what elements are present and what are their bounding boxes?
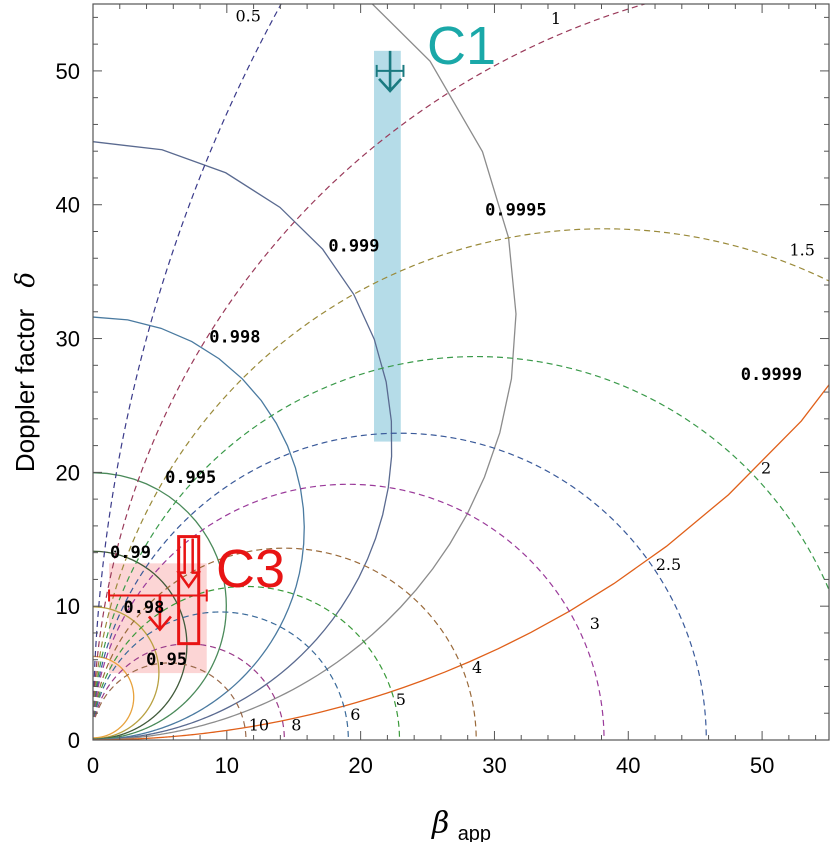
c1-upper-limit-arrow bbox=[378, 50, 403, 93]
y-tick-label: 10 bbox=[56, 594, 80, 619]
theta-label-6: 6 bbox=[350, 705, 360, 724]
theta-curve-10 bbox=[94, 662, 247, 740]
beta-curve-0.95 bbox=[93, 655, 135, 739]
theta-curve-1.5 bbox=[93, 228, 829, 717]
theta-label-2: 2 bbox=[761, 459, 771, 478]
theta-label-10: 10 bbox=[249, 716, 269, 735]
y-axis-title: Doppler factor δ bbox=[10, 272, 41, 472]
x-tick-label: 50 bbox=[750, 753, 774, 778]
y-tick-label: 50 bbox=[56, 59, 80, 84]
plot-frame bbox=[92, 3, 830, 741]
c3-upper-limit-arrow bbox=[147, 595, 172, 632]
theta-curve-2.5 bbox=[93, 432, 707, 739]
theta-label-8: 8 bbox=[291, 716, 301, 735]
y-tick-label: 20 bbox=[56, 460, 80, 485]
x-tick-label: 10 bbox=[215, 753, 239, 778]
c3-box-arrow bbox=[176, 538, 202, 589]
theta-curve-1 bbox=[93, 4, 647, 717]
theta-curve-8 bbox=[94, 643, 285, 740]
theta-label-5: 5 bbox=[396, 690, 406, 709]
x-tick-label: 0 bbox=[87, 753, 99, 778]
beta-label-0.999: 0.999 bbox=[328, 237, 379, 257]
y-tick-label: 40 bbox=[56, 193, 80, 218]
y-axis-symbol: δ bbox=[11, 272, 41, 288]
y-tick-label: 30 bbox=[56, 327, 80, 352]
beta-label-0.98: 0.98 bbox=[123, 598, 164, 618]
theta-label-3: 3 bbox=[590, 614, 600, 633]
theta-label-1.5: 1.5 bbox=[790, 241, 815, 260]
region-band-c1 bbox=[374, 50, 401, 442]
curve-label-layer: 0.95 0.98 0.99 0.995 0.998 0.999 0.9995 0.9999 0… bbox=[110, 6, 815, 734]
theta-curve-2 bbox=[93, 355, 829, 717]
x-tick-label: 40 bbox=[616, 753, 640, 778]
theta-curve-6 bbox=[93, 611, 349, 740]
theta-curve-5 bbox=[93, 585, 401, 740]
x-axis-symbol: β bbox=[431, 806, 449, 841]
theta-label-0.5: 0.5 bbox=[236, 6, 261, 25]
beta-label-0.9995: 0.9995 bbox=[485, 200, 546, 220]
theta-label-2.5: 2.5 bbox=[656, 555, 681, 574]
theta-curve-0.5 bbox=[93, 4, 282, 717]
theta-label-1: 1 bbox=[551, 9, 561, 28]
x-tick-label: 20 bbox=[348, 753, 372, 778]
beta-label-0.95: 0.95 bbox=[146, 650, 187, 670]
beta-label-0.9999: 0.9999 bbox=[741, 365, 802, 385]
beta-label-0.99: 0.99 bbox=[110, 543, 151, 563]
x-axis-title: β app bbox=[431, 806, 491, 842]
beta-label-0.995: 0.995 bbox=[165, 468, 216, 488]
y-tick-label: 0 bbox=[68, 728, 80, 753]
theta-curve-4 bbox=[93, 547, 477, 740]
axis-ticks: 0 10 20 30 40 50 0 10 20 30 40 50 bbox=[56, 4, 829, 778]
x-axis-subscript: app bbox=[458, 823, 491, 842]
region-label-c3: C3 bbox=[216, 539, 285, 599]
theta-label-4: 4 bbox=[472, 658, 482, 677]
theta-curve-3 bbox=[93, 483, 605, 739]
region-label-c1: C1 bbox=[427, 16, 496, 76]
x-tick-label: 30 bbox=[482, 753, 506, 778]
c3-box bbox=[177, 535, 201, 646]
beta-label-0.998: 0.998 bbox=[209, 328, 260, 348]
region-bands bbox=[109, 50, 401, 674]
y-axis-label-text: Doppler factor bbox=[10, 308, 40, 472]
